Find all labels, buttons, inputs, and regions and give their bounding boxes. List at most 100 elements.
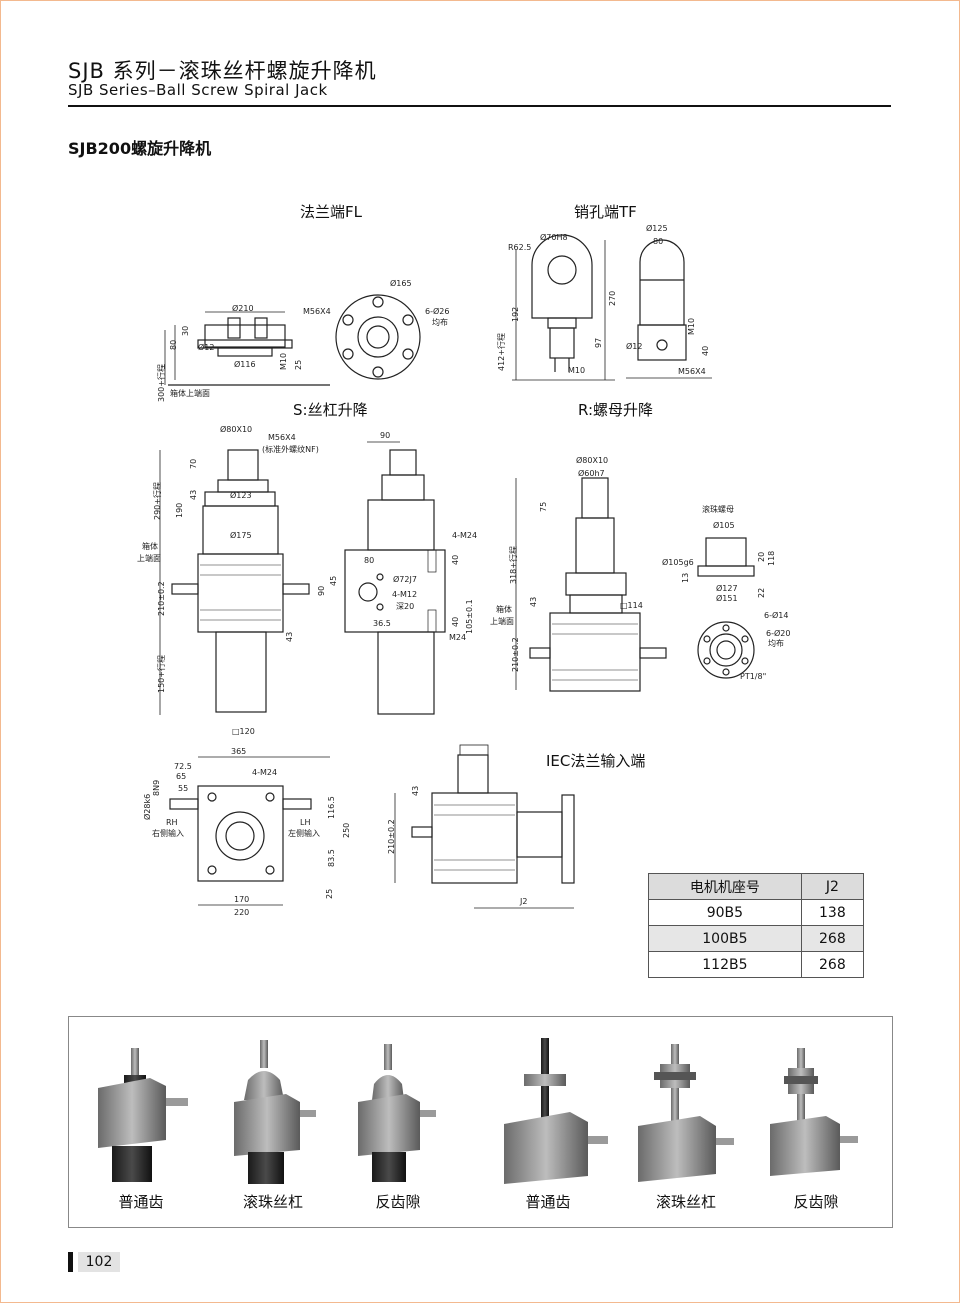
- dim-b-d72: 72.5: [174, 762, 192, 771]
- dim-r-even: 均布: [768, 638, 784, 648]
- dim-s-d175: Ø175: [230, 530, 252, 540]
- r-nut-detail: [697, 537, 755, 679]
- dim-fl-stroke300: 300+行程: [156, 364, 166, 402]
- dim-s-d90: 90: [380, 431, 390, 440]
- table-cell: 90B5: [648, 899, 802, 926]
- dim-b-d83: 83.5: [327, 849, 336, 867]
- photo-caption-5: 滚珠丝杠: [655, 1193, 716, 1211]
- dim-fl-d80: 80: [169, 340, 178, 350]
- dim-tf-d412: 412+行程: [496, 333, 506, 371]
- bottom-plan-view: [169, 756, 330, 906]
- motor-table-header: J2: [800, 873, 865, 900]
- dim-r-box-top2: 上端面: [490, 616, 514, 626]
- dim-r-d20: 20: [757, 552, 766, 562]
- dim-s-box-top2: 上端面: [137, 553, 161, 563]
- dim-s-d80b: 80: [364, 556, 374, 565]
- page-number: 102: [78, 1252, 120, 1272]
- dim-iec-d43: 43: [411, 786, 420, 796]
- dim-b-d55: 55: [178, 784, 188, 793]
- dim-s-d43: 43: [189, 490, 198, 500]
- view-label-pin-end: 销孔端TF: [574, 203, 637, 221]
- dim-s-d150: 150+行程: [156, 655, 166, 693]
- dim-r-d13: 13: [681, 573, 690, 583]
- dim-s-d72: Ø72J7: [393, 574, 417, 584]
- dim-b-d25: 25: [325, 889, 334, 899]
- table-row: 100B5 268: [648, 925, 865, 952]
- dim-s-d190: 190: [175, 503, 184, 518]
- dim-fl-holes: 6-Ø26: [425, 306, 449, 316]
- table-cell: 138: [800, 899, 865, 926]
- dim-s-m12: 4-M12: [392, 590, 417, 599]
- photo-caption-6: 反齿隙: [793, 1193, 839, 1211]
- dim-b-m24: 4-M24: [252, 768, 277, 777]
- dim-fl-d30: 30: [181, 326, 190, 336]
- dim-fl-d116: Ø116: [234, 359, 256, 369]
- photo-caption-4: 普通齿: [525, 1193, 571, 1211]
- dim-s-nf: (标准外螺纹NF): [262, 444, 319, 454]
- photo-caption-2: 滚珠丝杠: [242, 1193, 303, 1211]
- dim-b-d220: 220: [234, 908, 249, 917]
- dim-b-d65: 65: [176, 772, 186, 781]
- table-cell: 268: [800, 925, 865, 952]
- dim-r-d105g: Ø105g6: [662, 557, 694, 567]
- view-label-screw-lift: S:丝杠升降: [293, 401, 368, 419]
- table-row: 112B5 268: [648, 951, 865, 978]
- dim-b-d250: 250: [342, 823, 351, 838]
- dim-r-d75: 75: [539, 502, 548, 512]
- s-side-view: [344, 441, 446, 715]
- view-label-flange-end: 法兰端FL: [300, 203, 362, 221]
- dim-b-d28: Ø28k6: [142, 794, 152, 820]
- dim-tf-d125: Ø125: [646, 223, 668, 233]
- product-photo-box: [68, 1016, 893, 1228]
- dim-b-lh-cn: 左侧输入: [288, 828, 320, 838]
- dim-tf-m56: M56X4: [678, 367, 706, 376]
- motor-table: 电机机座号 J2 90B5 138 100B5 268 112B5 268: [648, 873, 865, 978]
- dim-r-stroke318: 318+行程: [508, 546, 518, 584]
- dim-tf-m10b: M10: [687, 318, 696, 335]
- dim-tf-d97: 97: [594, 338, 603, 348]
- dim-s-sq120: □120: [232, 727, 255, 736]
- dim-r-box-top1: 箱体: [496, 604, 512, 614]
- tf-side-view: [626, 239, 712, 379]
- dim-iec-j2: J2: [519, 897, 527, 906]
- dim-r-d22: 22: [757, 588, 766, 598]
- dim-s-m56: M56X4: [268, 433, 296, 442]
- photo-caption-3: 反齿隙: [375, 1193, 421, 1211]
- dim-s-d40b: 40: [451, 617, 460, 627]
- dim-b-rh-cn: 右侧输入: [152, 828, 184, 838]
- dim-s-stroke290: 290+行程: [152, 482, 162, 520]
- table-cell: 112B5: [648, 951, 802, 978]
- dim-fl-d165: Ø165: [390, 278, 412, 288]
- r-front-view: [515, 477, 667, 692]
- fl-flange-plan: [335, 294, 421, 380]
- dim-tf-m10: M10: [568, 366, 585, 375]
- s-front-view: [159, 449, 310, 715]
- dim-r-pt: PT1/8": [740, 672, 766, 681]
- dim-b-n: 8N9: [152, 780, 161, 796]
- dim-fl-m56: M56X4: [303, 307, 331, 316]
- dim-fl-d12: Ø12: [198, 342, 214, 352]
- table-row: 90B5 138: [648, 899, 865, 926]
- dim-r-nut: 滚珠螺母: [702, 504, 734, 514]
- dim-r-d80x10: Ø80X10: [576, 455, 608, 465]
- dim-r-d60: Ø60h7: [578, 468, 605, 478]
- tf-front-view: [512, 234, 615, 381]
- dim-s-d70: 70: [189, 459, 198, 469]
- dim-b-d170: 170: [234, 895, 249, 904]
- technical-drawings: Ø210 Ø12 Ø116 M10 25 30 80 300+行程 箱体上端面 …: [137, 223, 790, 917]
- dim-tf-d270: 270: [608, 291, 617, 306]
- dim-s-box-top1: 箱体: [142, 541, 158, 551]
- table-cell: 100B5: [648, 925, 802, 952]
- dim-s-d40: 40: [451, 555, 460, 565]
- fl-side-view: [164, 311, 330, 386]
- dim-s-d105: 105±0.1: [465, 599, 474, 634]
- dim-s-m24: 4-M24: [452, 531, 477, 540]
- dim-b-d365: 365: [231, 747, 246, 756]
- dim-fl-m10: M10: [279, 353, 288, 370]
- dim-s-d123: Ø123: [230, 490, 252, 500]
- section-title: SJB200螺旋升降机: [68, 139, 212, 158]
- dim-r-d151: Ø151: [716, 593, 738, 603]
- motor-table-header: 电机机座号: [648, 873, 802, 900]
- dim-tf-d192: 192: [511, 307, 520, 322]
- dim-tf-r62: R62.5: [508, 243, 531, 252]
